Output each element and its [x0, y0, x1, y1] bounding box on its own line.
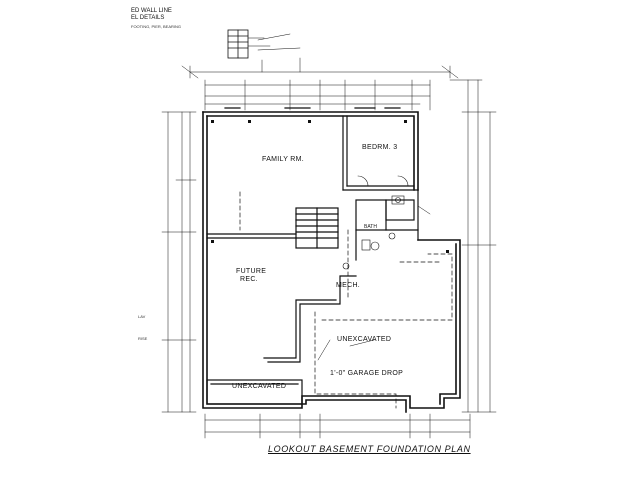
room-bedrm-3: BEDRM. 3	[362, 144, 398, 151]
room-family-rm: FAMILY RM.	[262, 156, 305, 163]
room-rec: REC.	[240, 276, 258, 283]
room-unexcavated-main: UNEXCAVATED	[337, 336, 392, 343]
room-mech: MECH.	[336, 282, 361, 289]
header-note-1: ED WALL LINE	[131, 8, 172, 14]
fixtures	[342, 175, 409, 270]
note-leaders	[257, 33, 431, 361]
right-dimensions	[449, 79, 497, 413]
side-mark-2: RISE	[138, 336, 148, 341]
garage-drop-label: 1'-0" GARAGE DROP	[330, 370, 404, 377]
top-dimensions	[181, 57, 459, 111]
exterior-foundation-wall	[202, 111, 461, 413]
stoop-detail	[227, 29, 271, 59]
room-unexcavated-small: UNEXCAVATED	[232, 383, 287, 390]
left-dimensions	[161, 111, 197, 413]
room-future: FUTURE	[236, 268, 267, 275]
side-mark-1: LAV	[138, 314, 146, 319]
header-note-2: EL DETAILS	[131, 15, 165, 21]
header-note-3: FOOTING, PIER, BEARING	[131, 24, 182, 29]
interior-walls	[206, 115, 419, 405]
room-bath: BATH	[364, 224, 377, 230]
wall-dots	[211, 120, 449, 253]
bottom-dimensions	[204, 413, 471, 439]
footing-dashed-lines	[239, 191, 453, 409]
drawing-title: LOOKOUT BASEMENT FOUNDATION PLAN	[268, 444, 471, 454]
